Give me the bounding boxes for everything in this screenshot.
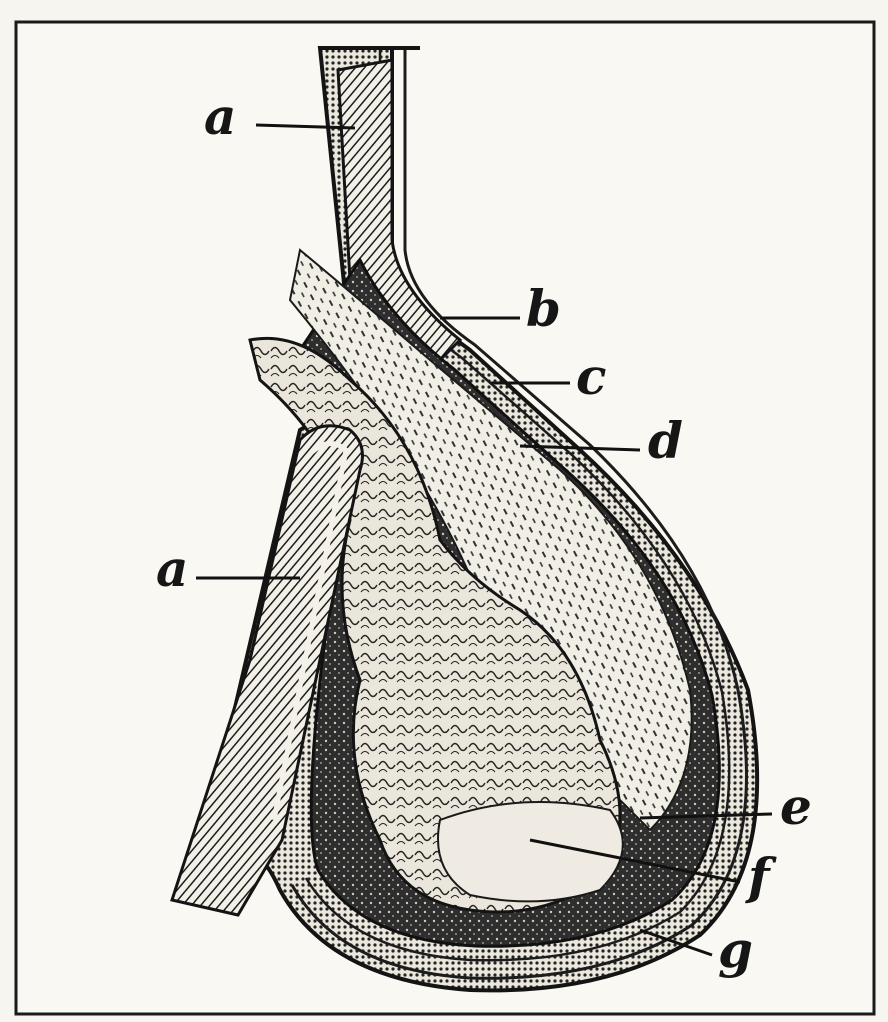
label-g: g: [718, 925, 753, 975]
label-a-left: a: [156, 544, 188, 594]
label-e: e: [780, 782, 812, 832]
label-a-top: a: [204, 92, 236, 142]
label-d: d: [648, 416, 683, 466]
label-b: b: [526, 284, 561, 334]
label-f: f: [748, 852, 770, 902]
label-c: c: [576, 352, 606, 402]
